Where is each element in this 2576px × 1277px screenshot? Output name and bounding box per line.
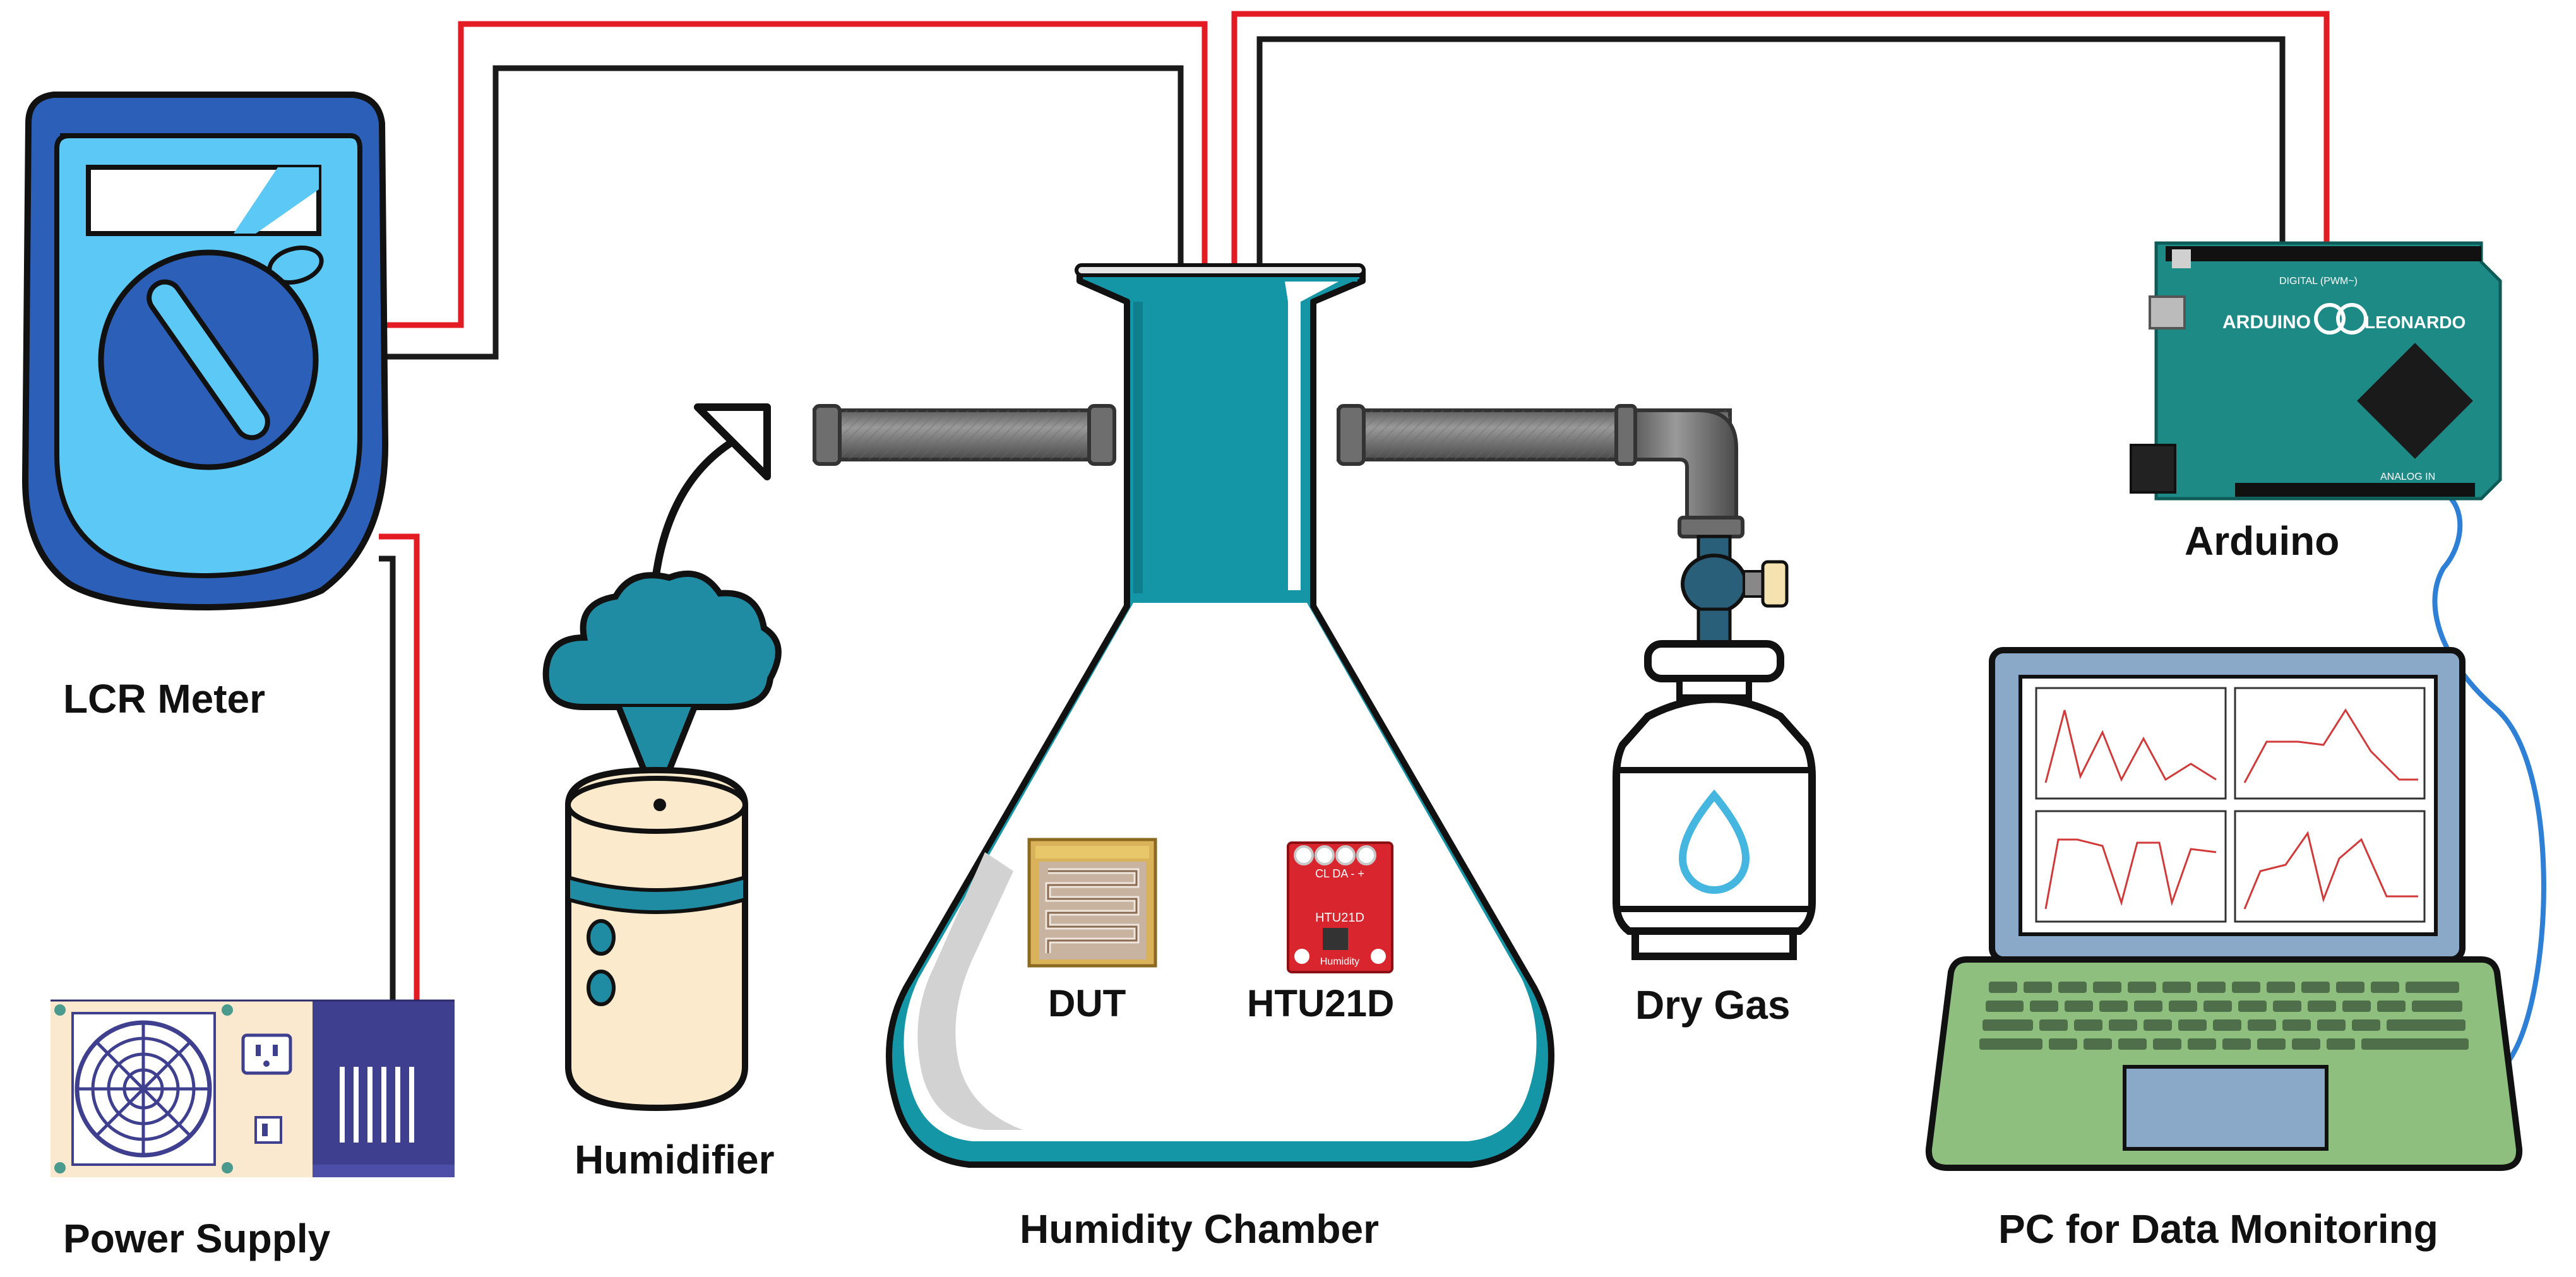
wire-lcr-red-to-psu [379,533,420,1004]
gas-cylinder-icon [1613,640,1816,960]
label-pc-data-monitoring: PC for Data Monitoring [1998,1206,2438,1252]
htu21d-sensor: CL DA - + HTU21D Humidity [1287,841,1393,973]
arduino-board-icon: ARDUINO LEONARDO DIGITAL (PWM~) ANALOG I… [2130,241,2502,501]
power-supply-icon [51,999,455,1177]
arduino-analog-text: ANALOG IN [2380,472,2435,482]
label-humidifier: Humidifier [575,1137,775,1182]
usb-cable [2432,490,2546,1083]
htu-sub-label: Humidity [1320,956,1359,967]
laptop-icon [1925,647,2523,1171]
wire-lcr-black-to-psu [379,555,396,1004]
lcr-meter-icon [21,92,389,611]
label-dut: DUT [1048,982,1126,1025]
htu-chip-name: HTU21D [1315,911,1364,925]
arduino-digital-text: DIGITAL (PWM~) [2279,276,2358,287]
htu-pin-labels: CL DA - + [1315,867,1364,880]
arduino-model-text: LEONARDO [2364,312,2466,332]
water-drop-icon [1678,789,1750,894]
arduino-brand-text: ARDUINO [2222,312,2311,333]
label-arduino: Arduino [2185,518,2340,564]
dut-sensor [1027,838,1157,968]
label-humidity-chamber: Humidity Chamber [1020,1206,1379,1252]
label-lcr-meter: LCR Meter [63,676,266,722]
valve-icon [1681,535,1789,646]
flask-icon [886,263,1554,1168]
label-power-supply: Power Supply [63,1216,331,1261]
humidifier-icon [542,403,782,1112]
label-htu21d: HTU21D [1247,982,1395,1025]
label-dry-gas: Dry Gas [1635,982,1791,1028]
pipes [813,404,1744,538]
touchpad [2123,1065,2329,1151]
screen-chart-panels [2035,687,2426,923]
